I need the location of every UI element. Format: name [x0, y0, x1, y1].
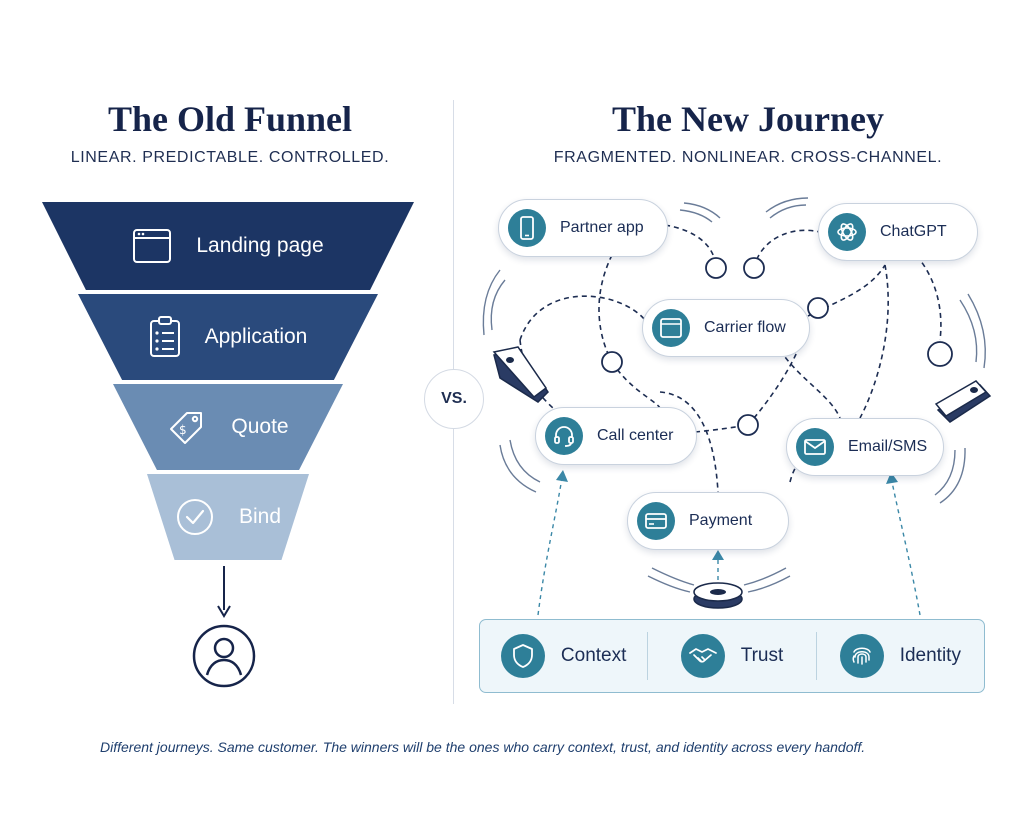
pillar-divider	[815, 632, 817, 680]
headset-icon	[545, 417, 583, 455]
touchpoint-partner-app: Partner app	[498, 199, 668, 257]
puck-handset-left-icon	[492, 346, 549, 403]
pillar-label: Context	[560, 645, 627, 666]
price-tag-icon: $	[167, 407, 207, 447]
pillar-trust: Trust	[648, 620, 815, 692]
new-journey-title: The New Journey	[612, 99, 884, 139]
touchpoint-label: Payment	[689, 512, 753, 529]
touchpoint-label: Partner app	[560, 219, 644, 236]
browser-window-icon	[652, 309, 690, 347]
chatgpt-logo-icon	[828, 213, 866, 251]
check-circle-icon	[175, 497, 215, 537]
touchpoint-payment: Payment	[627, 492, 789, 550]
touchpoint-label: ChatGPT	[880, 223, 947, 240]
svg-text:$: $	[179, 423, 187, 437]
caption: Different journeys. Same customer. The w…	[100, 739, 866, 755]
envelope-icon	[796, 428, 834, 466]
browser-window-icon	[132, 228, 172, 264]
touchpoint-chatgpt: ChatGPT	[818, 203, 978, 261]
pillar-context: Context	[480, 620, 647, 692]
versus-badge: VS.	[424, 369, 484, 429]
funnel-stage-label: Bind	[238, 505, 282, 528]
funnel-stage-application: Application	[78, 294, 378, 380]
pillar-label: Trust	[740, 645, 784, 666]
pillar-divider	[647, 632, 649, 680]
pillar-label: Identity	[899, 645, 961, 666]
touchpoint-label: Email/SMS	[848, 438, 928, 455]
shield-icon	[500, 634, 545, 678]
touchpoint-carrier-flow: Carrier flow	[642, 299, 810, 357]
funnel-stage-landing-page: Landing page	[42, 202, 414, 290]
smartphone-icon	[508, 209, 546, 247]
old-funnel-title: The Old Funnel	[107, 99, 353, 139]
foundation-pillars: Context Trust Identity	[479, 619, 985, 693]
customer-icon	[192, 624, 256, 693]
touchpoint-label: Carrier flow	[704, 319, 786, 336]
touchpoint-label: Call center	[597, 427, 674, 444]
credit-card-icon	[637, 502, 675, 540]
puck-device-icon	[693, 582, 743, 609]
funnel-stage-label: Quote	[231, 415, 289, 438]
fingerprint-icon	[839, 634, 884, 678]
puck-handset-right-icon	[934, 380, 992, 423]
funnel-stage-quote: $ Quote	[113, 384, 343, 470]
touchpoint-email-sms: Email/SMS	[786, 418, 944, 476]
handshake-icon	[680, 634, 725, 678]
funnel-stage-bind: Bind	[147, 474, 309, 560]
funnel-stage-label: Application	[204, 325, 308, 348]
pillar-identity: Identity	[817, 620, 984, 692]
new-journey-subtitle: FRAGMENTED. NONLINEAR. CROSS-CHANNEL.	[553, 149, 943, 166]
clipboard-checklist-icon	[149, 316, 181, 358]
touchpoint-call-center: Call center	[535, 407, 697, 465]
arrow-down-icon	[217, 566, 231, 623]
funnel-stage-label: Landing page	[196, 234, 324, 257]
old-funnel-subtitle: LINEAR. PREDICTABLE. CONTROLLED.	[70, 149, 390, 166]
